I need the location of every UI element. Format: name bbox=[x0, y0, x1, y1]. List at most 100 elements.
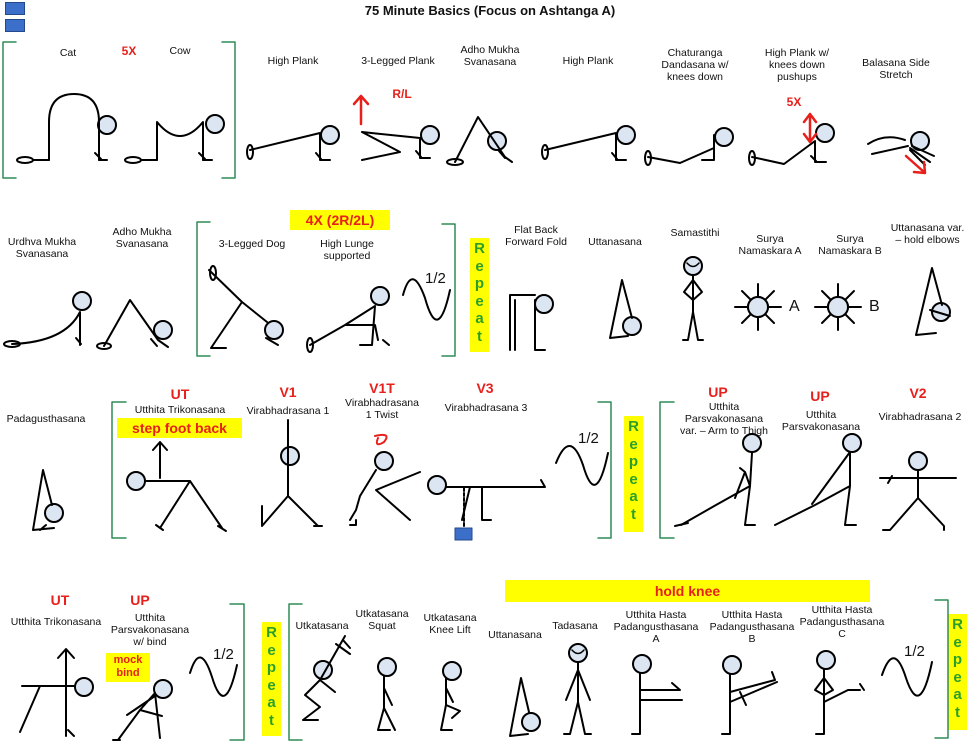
pose-virabhadrasana-2 bbox=[879, 451, 957, 531]
pose-samastithi bbox=[682, 256, 704, 341]
pose-utkatasana-knee-lift bbox=[440, 661, 462, 731]
step-foot-back-box: step foot back bbox=[117, 418, 242, 438]
label-uttanasana: Uttanasana bbox=[588, 236, 642, 248]
pose-utthita-trikonasana-row4 bbox=[19, 648, 94, 737]
pose-high-lunge bbox=[306, 286, 390, 353]
pose-high-plank-2 bbox=[541, 125, 636, 161]
label-up-abbr-row4: UP bbox=[130, 592, 150, 608]
label-v1-abbr: V1 bbox=[279, 384, 297, 400]
label-utkatasana: Utkatasana bbox=[295, 620, 349, 632]
label-half-row3: 1/2 bbox=[578, 430, 599, 447]
label-cat: Cat bbox=[59, 47, 77, 59]
pose-virabhadrasana-1 bbox=[261, 419, 323, 527]
label-three-legged-plank: 3-Legged Plank bbox=[361, 55, 435, 67]
half-wave-row2 bbox=[402, 278, 451, 321]
label-uttanasana-var: Uttanasana var.– hold elbows bbox=[890, 222, 965, 246]
label-utthita-trikonasana: Utthita Trikonasana bbox=[134, 404, 226, 416]
label-virabhadrasana-2: Virabhadrasana 2 bbox=[878, 411, 962, 423]
label-cow: Cow bbox=[169, 45, 191, 57]
pose-three-legged-dog bbox=[208, 265, 284, 349]
reps-box-4x: 4X (2R/2L) bbox=[290, 210, 390, 230]
pose-cow bbox=[124, 114, 225, 164]
label-padagusthasana: Padagusthasana bbox=[6, 413, 86, 425]
label-half-row4-b: 1/2 bbox=[904, 643, 925, 660]
nav-button-1[interactable] bbox=[5, 2, 25, 15]
label-hp-knees-reps: 5X bbox=[786, 95, 802, 109]
label-ut-abbr: UT bbox=[170, 386, 190, 402]
pose-uhp-a bbox=[631, 654, 683, 735]
nav-button-2[interactable] bbox=[5, 19, 25, 32]
pose-tadasana bbox=[563, 643, 592, 735]
label-surya-a-letter: A bbox=[789, 298, 800, 315]
label-up-abbr-1: UP bbox=[708, 384, 728, 400]
page-title: 75 Minute Basics (Focus on Ashtanga A) bbox=[364, 3, 616, 18]
label-utthita-trikonasana-row4: Utthita Trikonasana bbox=[10, 616, 102, 628]
pose-utkatasana-squat bbox=[377, 657, 397, 731]
pose-uhp-b bbox=[721, 655, 778, 735]
half-wave-row4 bbox=[189, 656, 238, 697]
pose-adho-mukha-2 bbox=[96, 299, 173, 350]
pose-virabhadrasana-twist bbox=[349, 433, 421, 526]
pose-three-legged-plank bbox=[352, 94, 440, 161]
label-half-row4: 1/2 bbox=[213, 646, 234, 663]
pose-high-plank bbox=[246, 125, 340, 161]
half-wave-row4-b bbox=[881, 657, 933, 697]
half-wave-row3 bbox=[555, 445, 609, 486]
pose-virabhadrasana-3 bbox=[427, 475, 546, 541]
pose-high-plank-knees bbox=[748, 112, 835, 166]
pose-uttanasana-row4 bbox=[509, 677, 541, 737]
pose-parsvakonasana-bind bbox=[112, 679, 173, 741]
pose-adho-mukha-1 bbox=[446, 116, 513, 166]
pose-parsvakonasana bbox=[774, 433, 862, 526]
pose-parsvakonasana-var bbox=[674, 433, 762, 527]
label-ut-abbr-row4: UT bbox=[50, 592, 70, 608]
label-cat-reps: 5X bbox=[121, 44, 137, 58]
pose-chaturanga bbox=[644, 127, 734, 166]
label-three-legged-dog: 3-Legged Dog bbox=[218, 238, 286, 250]
pose-uhp-c bbox=[814, 650, 865, 735]
label-samastithi: Samastithi bbox=[670, 227, 720, 239]
label-v1t-abbr: V1T bbox=[369, 380, 395, 396]
label-high-plank-2: High Plank bbox=[562, 55, 614, 67]
pose-utthita-trikonasana bbox=[126, 441, 227, 532]
label-half-row2: 1/2 bbox=[425, 270, 446, 287]
pose-utkatasana bbox=[302, 635, 351, 721]
pose-uttanasana-var bbox=[915, 267, 951, 336]
label-rl: R/L bbox=[392, 87, 412, 101]
group-brackets bbox=[2, 41, 949, 741]
hold-knee-banner: hold knee bbox=[505, 580, 870, 602]
pose-uttanasana bbox=[609, 279, 642, 339]
pose-cat bbox=[16, 93, 117, 164]
label-tadasana: Tadasana bbox=[552, 620, 598, 632]
label-surya-b-letter: B bbox=[869, 298, 880, 315]
label-high-plank: High Plank bbox=[267, 55, 319, 67]
label-virabhadrasana-3: Virabhadrasana 3 bbox=[444, 402, 528, 414]
pose-surya-a-icon bbox=[734, 283, 782, 331]
label-up-abbr-2: UP bbox=[810, 388, 830, 404]
label-virabhadrasana-1: Virabhadrasana 1 bbox=[246, 405, 330, 417]
label-v3-abbr: V3 bbox=[476, 380, 494, 396]
